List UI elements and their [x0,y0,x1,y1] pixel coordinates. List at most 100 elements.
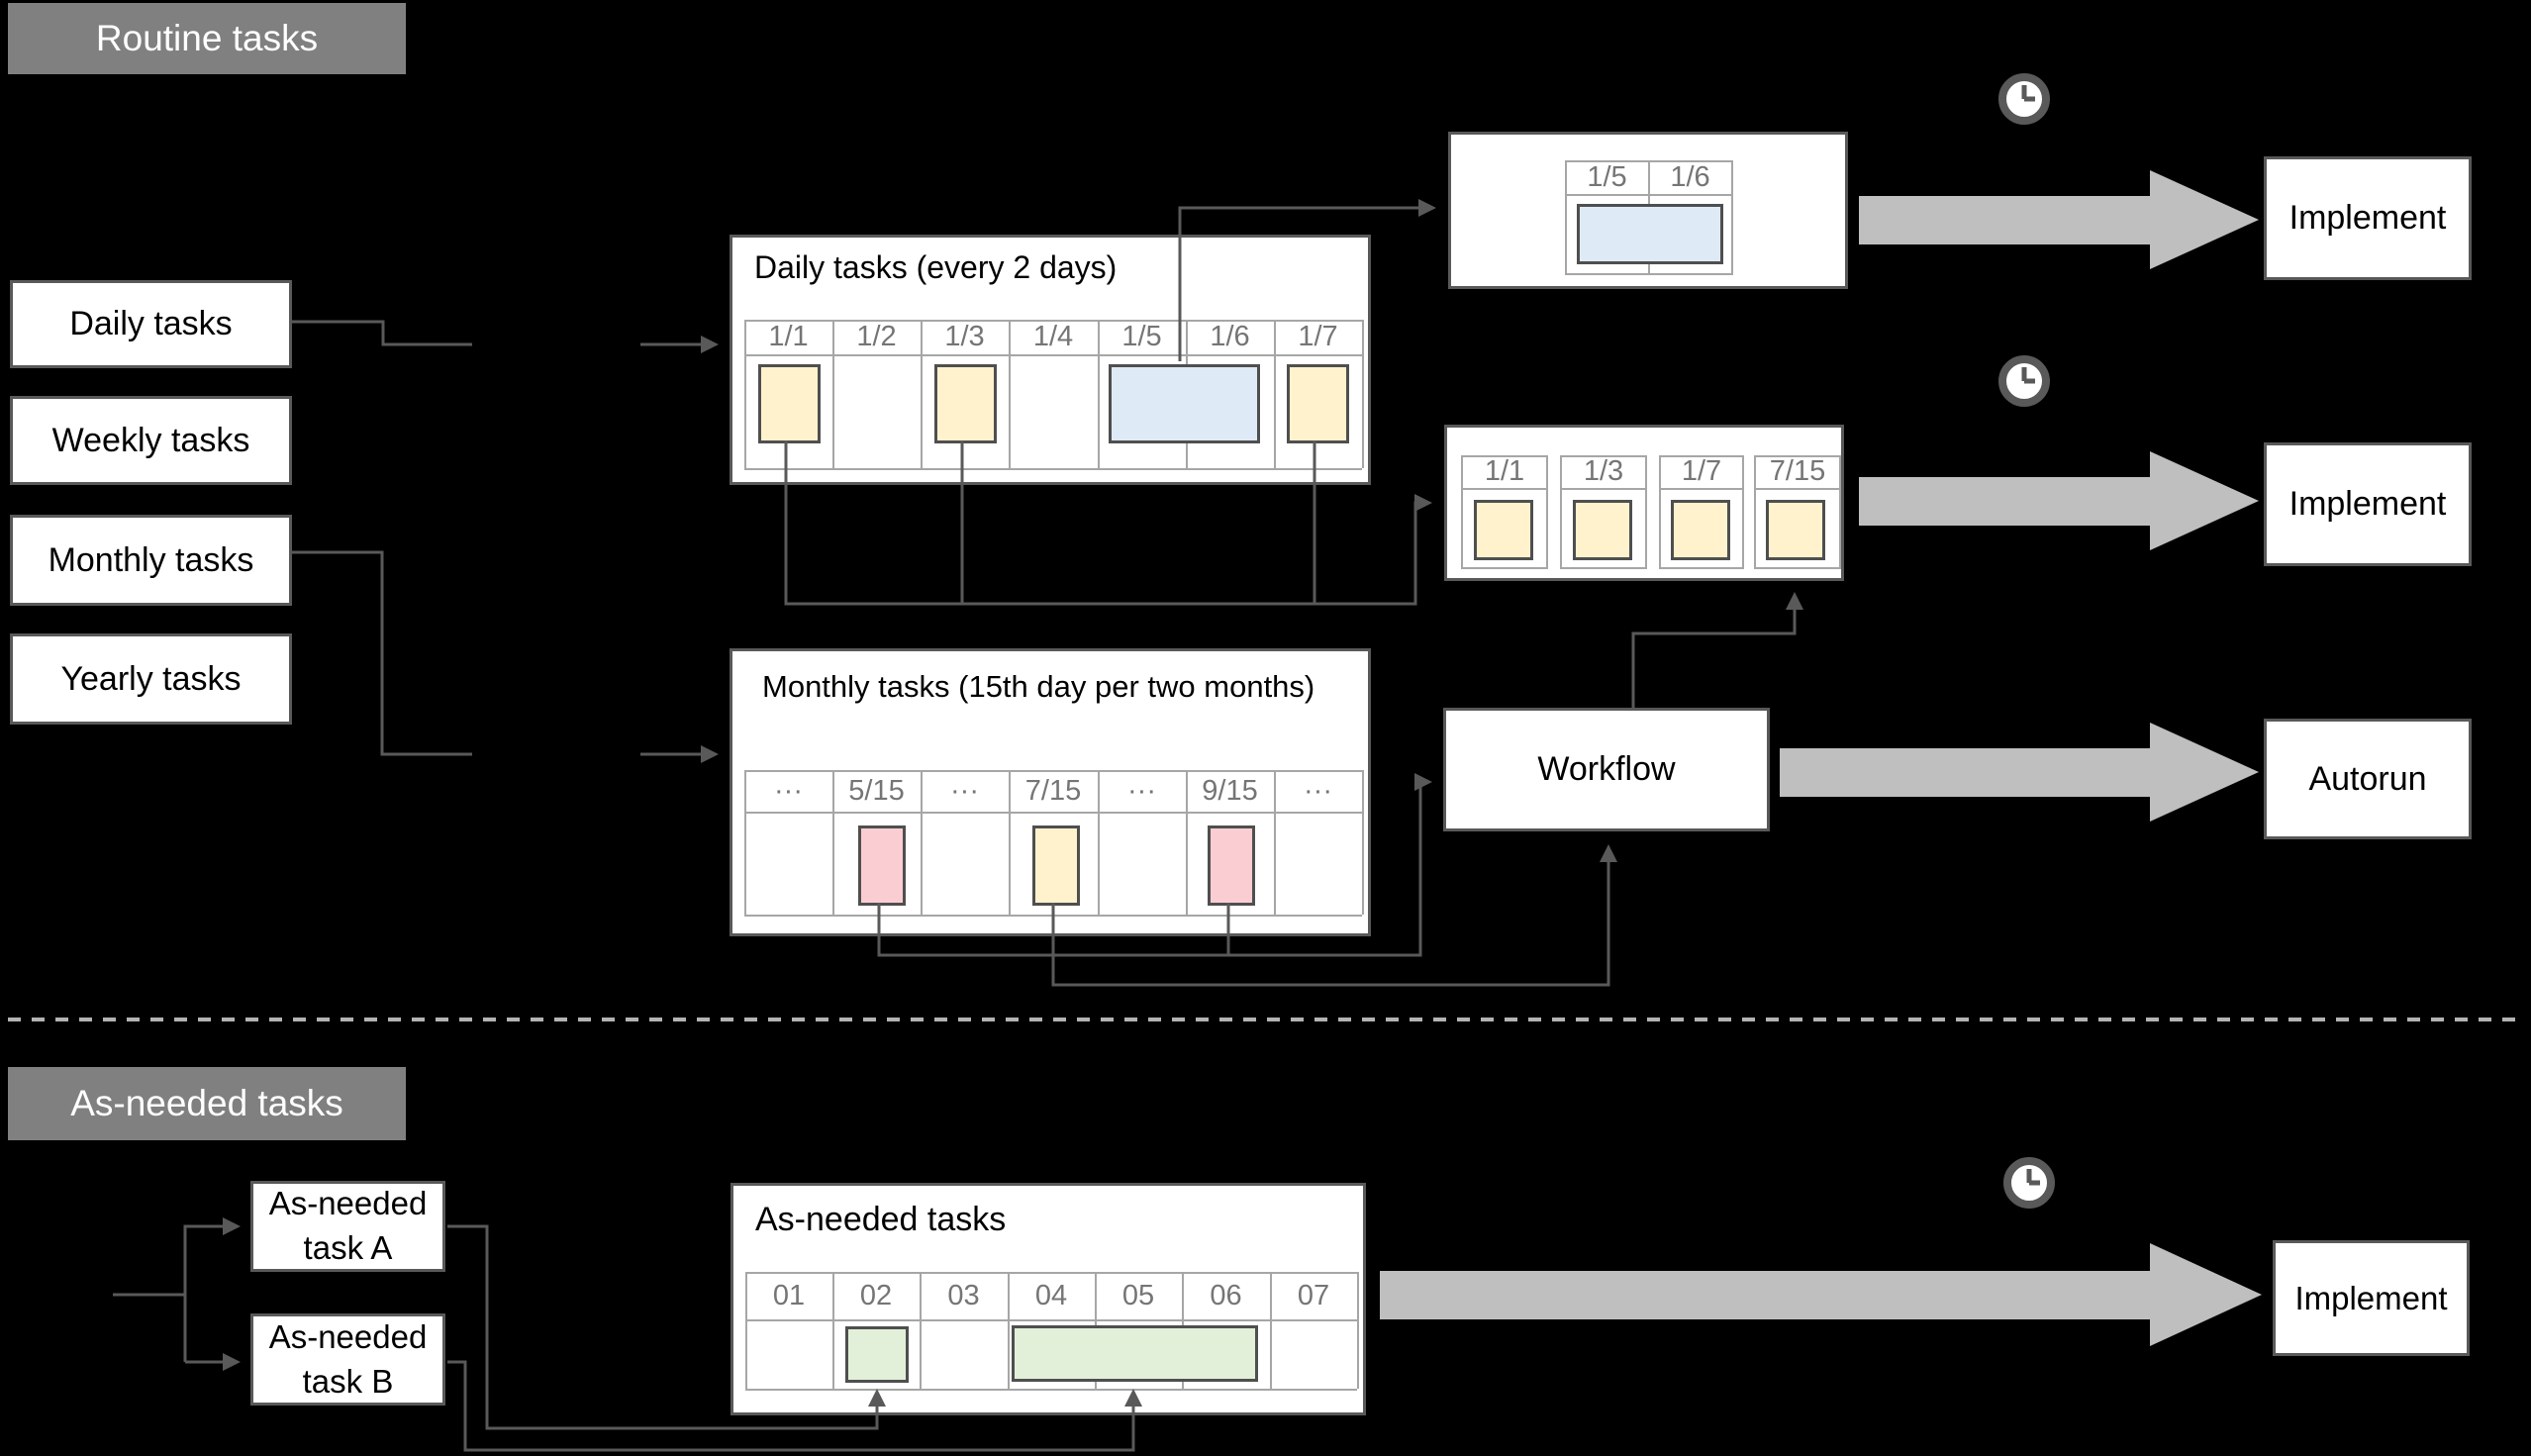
as-needed-calendar: As-needed tasks 01 02 03 04 05 06 07 [730,1183,1366,1415]
grid-line [1659,488,1744,490]
daily-task-cell-1-1 [758,364,821,443]
as-needed-day-header: 04 [1034,1279,1068,1311]
as-needed-calendar-title: As-needed tasks [755,1201,1007,1238]
workflow-box: Workflow [1443,708,1770,831]
implement-box-daily: Implement [2264,156,2472,280]
monthly-day-header: ··· [774,774,803,807]
clock-icon [2003,1157,2055,1209]
detail-task-cell [1577,204,1723,264]
grid-line [1645,455,1647,567]
monthly-day-header: ··· [1304,774,1332,807]
grid-line [1560,488,1647,490]
connector-monthly-to-calendar [292,550,472,756]
monthly-task-cell-9-15 [1208,825,1255,906]
collection-task-cell [1766,500,1825,560]
grid-line [1560,455,1647,457]
connector-workflow-to-collection-box [1631,592,1803,708]
grid-line [1357,1272,1359,1389]
grid-line [1565,273,1733,275]
grid-line [1754,455,1841,457]
grid-line [744,320,1362,322]
implement-box-collection: Implement [2264,442,2472,566]
task-box-weekly: Weekly tasks [10,396,292,485]
daily-calendar-title: Daily tasks (every 2 days) [754,249,1118,285]
grid-line [1659,455,1744,457]
implement-box-as-needed: Implement [2273,1240,2470,1356]
grid-line [1461,455,1548,457]
task-box-daily: Daily tasks [10,280,292,368]
grid-line [744,770,1362,772]
grid-line [1659,455,1661,567]
monthly-task-cell-7-15 [1032,825,1080,906]
grid-line [1731,160,1733,273]
grid-line [1461,488,1548,490]
monthly-day-header: ··· [950,774,979,807]
grid-line [1270,1272,1272,1389]
daily-task-cell-1-3 [934,364,997,443]
collection-task-cell [1573,500,1632,560]
as-needed-task-a-box: As-needed task A [250,1181,445,1272]
as-needed-day-header: 01 [772,1279,806,1311]
as-needed-day-header: 05 [1121,1279,1155,1311]
collection-day-header: 1/3 [1583,455,1624,487]
grid-line [1274,320,1276,468]
grid-line [1546,455,1548,567]
connector-daily-to-calendar [292,320,472,346]
monthly-calendar-title: Monthly tasks (15th day per two months) [762,669,1315,704]
grid-line [1565,160,1567,273]
grid-line [744,812,1362,814]
grid-line [920,1272,922,1389]
daily-day-header: 1/4 [1032,321,1074,352]
daily-task-cell-1-5-1-6 [1109,364,1260,443]
as-needed-day-header: 06 [1210,1279,1242,1311]
task-b-line2: task B [302,1362,394,1400]
as-needed-task-cell-02 [845,1326,909,1383]
as-needed-day-header: 02 [859,1279,893,1311]
big-arrow-workflow-to-autorun [1780,723,2259,822]
connector-entry-to-task-a [183,1217,241,1362]
task-a-line2: task A [303,1229,393,1266]
as-needed-day-header: 07 [1297,1279,1330,1311]
grid-line [1839,455,1841,567]
daily-calendar: Daily tasks (every 2 days) 1/1 1/2 1/3 1… [730,235,1371,485]
as-needed-task-cell-04-06 [1012,1325,1258,1382]
daily-task-cell-1-7 [1287,364,1349,443]
grid-line [744,915,1362,917]
monthly-day-header: 5/15 [848,774,905,807]
big-arrow-as-needed-to-implement [1380,1243,2262,1346]
collection-day-header: 7/15 [1769,455,1826,487]
grid-line [1461,455,1463,567]
detail-box-1-5-1-6: 1/5 1/6 [1448,132,1848,289]
monthly-task-cell-5-15 [858,825,906,906]
collection-day-header: 1/7 [1681,455,1722,487]
big-arrow-detail-to-implement [1859,170,2259,269]
autorun-box: Autorun [2264,719,2472,839]
grid-line [1560,455,1562,567]
grid-line [745,1389,1357,1391]
task-box-monthly: Monthly tasks [10,515,292,606]
daily-day-header: 1/2 [856,321,897,352]
grid-line [1659,567,1744,569]
monthly-calendar: Monthly tasks (15th day per two months) … [730,648,1371,936]
grid-line [744,468,1362,470]
daily-day-header: 1/3 [944,321,985,352]
section-banner-routine: Routine tasks [8,3,406,74]
monthly-day-header: 7/15 [1024,774,1082,807]
daily-day-header: 1/7 [1298,321,1338,352]
grid-line [1008,1272,1010,1389]
clock-icon [1998,73,2050,125]
section-banner-as-needed: As-needed tasks [8,1067,406,1140]
grid-line [745,1272,1357,1274]
daily-day-header: 1/1 [768,321,809,352]
collection-task-cell [1474,500,1533,560]
task-b-line1: As-needed [268,1317,428,1355]
collection-task-cell [1671,500,1730,560]
detail-day-header: 1/5 [1587,160,1627,193]
grid-line [1461,567,1548,569]
big-arrow-collection-to-implement [1859,451,2259,550]
grid-line [744,320,746,468]
monthly-day-header: ··· [1127,774,1156,807]
task-a-line1: As-needed [268,1185,428,1222]
grid-line [1362,770,1364,915]
